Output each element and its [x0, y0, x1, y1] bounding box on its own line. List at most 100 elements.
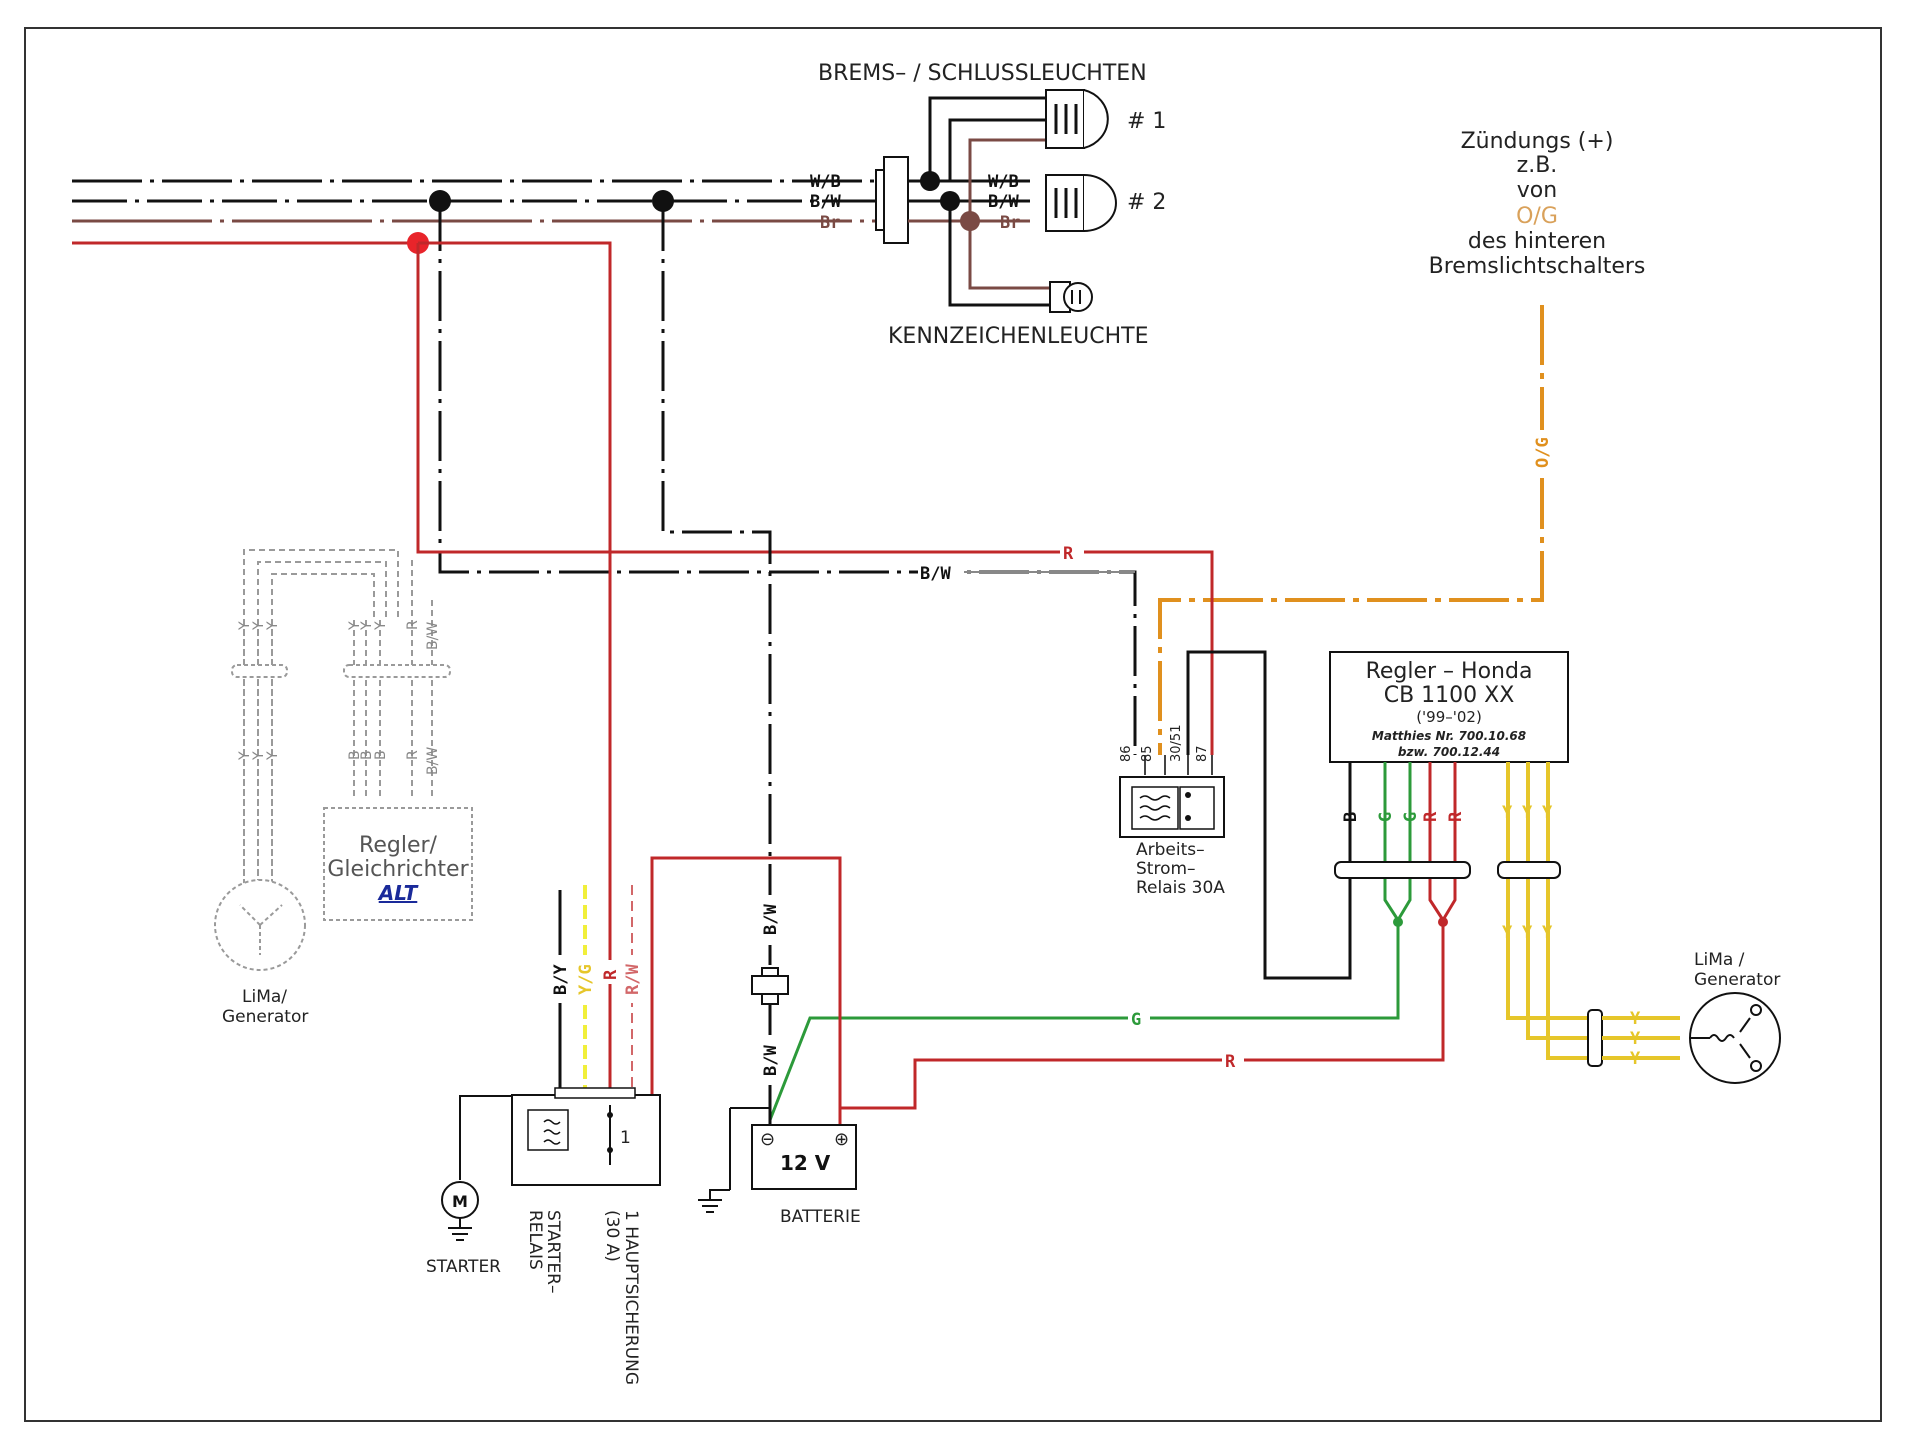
- plate-light-label: KENNZEICHENLEUCHTE: [888, 324, 1148, 349]
- old-y-6: Y: [265, 751, 281, 761]
- label-r-relay: R: [1063, 544, 1074, 564]
- lamp-2-label: # 2: [1127, 190, 1166, 215]
- old-b-2: B: [359, 750, 375, 760]
- wire-r-battery-top: [650, 856, 842, 1125]
- battery-voltage: 12 V: [780, 1151, 831, 1175]
- old-regulator-box: [323, 807, 473, 921]
- label-br-2: Br: [1000, 213, 1020, 233]
- wire-lamp1-bw: [948, 118, 1046, 181]
- generator-new-label-2: Generator: [1694, 970, 1780, 990]
- label-y-5: Y: [1522, 923, 1533, 943]
- label-reg-r2: R: [1446, 811, 1466, 822]
- new-regulator-line-4: Matthies Nr. 700.10.68: [1372, 729, 1526, 743]
- label-rw: R/W: [623, 964, 643, 995]
- main-harness: [72, 179, 882, 245]
- generator-new-label-1: LiMa /: [1694, 950, 1745, 970]
- regulator-connector: [1334, 861, 1471, 879]
- old-connector-right: [343, 664, 451, 678]
- label-br-1: Br: [820, 213, 840, 233]
- old-y-3: Y: [265, 621, 281, 631]
- relay-label-1: Arbeits–: [1136, 840, 1205, 860]
- label-g-battery: G: [1131, 1010, 1141, 1030]
- lamp-1-icon: [1045, 89, 1109, 149]
- old-bw-1: B/W: [425, 622, 441, 650]
- wire-r-starter: [418, 241, 612, 1090]
- starter-relay-label-1: STARTER–: [543, 1210, 563, 1294]
- starter-relay-icon: [511, 1087, 661, 1186]
- label-bw-relay: B/W: [920, 564, 951, 584]
- wire-reg-r1: [1428, 762, 1445, 921]
- old-y-5: Y: [251, 751, 267, 761]
- old-generator-icon: [214, 879, 306, 971]
- wire-reg-r2: [1441, 762, 1457, 921]
- new-regulator-line-2: CB 1100 XX: [1384, 683, 1515, 708]
- ignition-line-6: Bremslichtschalters: [1429, 254, 1646, 279]
- label-yg: Y/G: [576, 964, 596, 995]
- relay-label-3: Relais 30A: [1136, 878, 1225, 898]
- battery-minus: ⊖: [760, 1129, 775, 1150]
- junction-dot: [940, 191, 960, 211]
- label-reg-g2: G: [1401, 812, 1421, 822]
- label-y-2: Y: [1522, 803, 1533, 823]
- old-regulator-line-1: Regler/: [359, 833, 437, 858]
- label-r-battery: R: [1225, 1052, 1236, 1072]
- plate-lamp-icon: [1049, 281, 1093, 313]
- main-fuse-label-2: (30 A): [602, 1210, 622, 1262]
- old-y-7: Y: [347, 621, 363, 631]
- wire-plate-br: [968, 221, 1050, 290]
- brake-lights-title: BREMS– / SCHLUSSLEUCHTEN: [818, 61, 1147, 86]
- yellow-connector: [1497, 861, 1561, 879]
- battery-plus: ⊕: [834, 1129, 849, 1150]
- wire-reg-y1: [1506, 762, 1600, 1020]
- label-r-starter: R: [601, 969, 621, 980]
- old-connector-left: [231, 664, 288, 678]
- ignition-note: Zündungs (+) z.B. von O/G des hinteren B…: [1429, 129, 1646, 279]
- old-y-8: Y: [359, 621, 375, 631]
- new-regulator-line-5: bzw. 700.12.44: [1398, 745, 1500, 759]
- ignition-line-3: von: [1517, 178, 1557, 203]
- old-y-9: Y: [373, 621, 389, 631]
- wire-og: [1158, 305, 1544, 755]
- ground-icon: [698, 1189, 730, 1213]
- wire-r-battery: [840, 922, 1445, 1110]
- ignition-line-4: O/G: [1516, 204, 1558, 229]
- label-by: B/Y: [551, 964, 571, 995]
- new-regulator-box: [1329, 651, 1569, 763]
- label-bw-battery-2: B/W: [761, 1045, 781, 1076]
- wire-bw-relay: [438, 201, 1137, 755]
- lamp-2-icon: [1045, 174, 1117, 232]
- wire-r-relay: [416, 243, 1214, 755]
- ignition-line-1: Zündungs (+): [1461, 129, 1614, 154]
- lamp-1-label: # 1: [1127, 109, 1166, 134]
- ignition-line-5: des hinteren: [1468, 229, 1606, 254]
- label-og: O/G: [1533, 437, 1553, 468]
- old-regulator-line-2: Gleichrichter: [327, 857, 469, 882]
- old-r-1: R: [405, 620, 421, 630]
- old-generator-label-1: LiMa/: [242, 987, 287, 1007]
- work-relay: [1119, 755, 1225, 838]
- old-y-4: Y: [237, 751, 253, 761]
- old-y-1: Y: [237, 621, 253, 631]
- harness-connector: [883, 156, 909, 244]
- label-y-gen-2: Y: [1630, 1029, 1641, 1049]
- junction-dot: [920, 171, 940, 191]
- old-regulator-line-3: ALT: [377, 881, 419, 905]
- label-wb-2: W/B: [988, 172, 1019, 192]
- old-bw-2: B/W: [425, 747, 441, 775]
- label-bw-2: B/W: [988, 192, 1019, 212]
- label-bw-battery-1: B/W: [761, 904, 781, 935]
- wire-b-regulator-path: [1188, 652, 1260, 755]
- starter-motor-icon: [441, 1181, 479, 1241]
- relay-label-2: Strom–: [1136, 859, 1196, 879]
- label-reg-g1: G: [1376, 812, 1396, 822]
- relay-pin-30-51: 30/51: [1169, 725, 1184, 762]
- label-reg-r1: R: [1421, 811, 1441, 822]
- old-generator-label-2: Generator: [222, 1007, 308, 1027]
- starter-relay-label-2: RELAIS: [525, 1210, 545, 1270]
- battery-icon: [729, 1107, 857, 1190]
- wire-reg-y3: [1546, 762, 1600, 1060]
- generator-new-icon: [1689, 992, 1781, 1084]
- wire-reg-y2: [1526, 762, 1600, 1040]
- relay-pin-86: 86: [1119, 745, 1134, 762]
- drawing-frame: [24, 27, 1882, 1422]
